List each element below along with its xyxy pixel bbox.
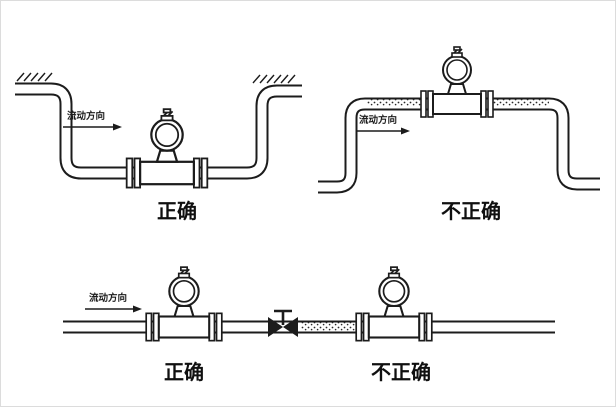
- wall-hatch-marks: [252, 74, 296, 84]
- verdict-label-incorrect: 不正确: [441, 199, 501, 223]
- scene-high-point: 流动方向 不正确: [318, 46, 600, 223]
- flow-arrow-icon: 流动方向: [85, 292, 142, 313]
- flowmeter-icon: [145, 266, 223, 342]
- gas-bubbles-stipple: [493, 99, 549, 106]
- flow-arrow-icon: 流动方向: [63, 110, 122, 131]
- flow-direction-label: 流动方向: [89, 292, 127, 304]
- flowmeter-icon: [420, 46, 494, 118]
- verdict-label-correct: 正确: [157, 199, 197, 223]
- flow-arrow-icon: 流动方向: [357, 114, 410, 135]
- scene-low-point: 流动方向 正确: [15, 72, 302, 223]
- flowmeter-icon: [355, 266, 433, 342]
- verdict-label-correct: 正确: [164, 360, 204, 384]
- wall-hatch-marks: [16, 72, 53, 82]
- gas-bubbles-stipple: [367, 99, 421, 106]
- flowmeter-icon: [125, 108, 209, 189]
- scene-valve-line: 流动方向 正确 不正确: [63, 266, 555, 384]
- flow-direction-label: 流动方向: [67, 110, 105, 122]
- flow-direction-label: 流动方向: [359, 114, 397, 126]
- gas-bubbles-stipple: [301, 322, 355, 332]
- verdict-label-incorrect: 不正确: [371, 360, 431, 384]
